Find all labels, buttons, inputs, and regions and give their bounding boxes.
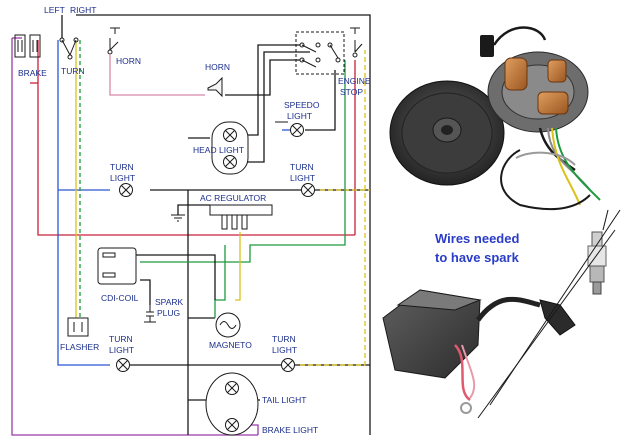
magneto-label: MAGNETO: [209, 340, 252, 350]
brake-label: BRAKE: [18, 68, 47, 78]
horn-label: HORN: [205, 62, 230, 72]
turn-light-right-label-line1: TURN: [290, 162, 314, 172]
turn-light-bottom-left-label-line2: LIGHT: [109, 345, 134, 355]
turn-light-bottom-right-label-line1: TURN: [272, 334, 296, 344]
engine-stop-label-line2: STOP: [340, 87, 363, 97]
left-label: LEFT: [44, 5, 65, 15]
stator-flywheel-photo: [381, 0, 630, 228]
main-switch: [295, 31, 345, 75]
spark-plug-icon: [144, 305, 156, 323]
ac-regulator-label: AC REGULATOR: [200, 193, 266, 203]
turn-light-left-label-line2: LIGHT: [110, 173, 135, 183]
speedo-light-bulb: [275, 121, 304, 137]
speedo-light-label-line2: LIGHT: [287, 111, 312, 121]
turn-light-bottom-right-bulb: [281, 358, 295, 372]
cdi-sparkplug-photo: [382, 209, 621, 419]
horn-switch: [107, 27, 120, 55]
turn-light-left-bulb: [119, 183, 133, 197]
speedo-light-label-line1: SPEEDO: [284, 100, 320, 110]
magneto: [215, 312, 241, 338]
turn-light-bottom-right-label-line2: LIGHT: [272, 345, 297, 355]
engine-stop-switch: [350, 27, 363, 58]
horn-switch-label: HORN: [116, 56, 141, 66]
wiring: [11, 14, 371, 436]
right-label: RIGHT: [70, 5, 96, 15]
cdi-coil: [97, 247, 137, 285]
spark-note-line1: Wires needed: [435, 231, 519, 246]
cdi-coil-label: CDI-COIL: [101, 293, 139, 303]
turn-switch: [59, 37, 79, 60]
brake-switch: [14, 34, 41, 58]
turn-light-bottom-left-label-line1: TURN: [109, 334, 133, 344]
turn-light-bottom-left-bulb: [116, 358, 130, 372]
turn-light-right-bulb: [301, 183, 315, 197]
flasher-label: FLASHER: [60, 342, 99, 352]
head-light: [211, 121, 249, 175]
spark-plug-label-line1: SPARK: [155, 297, 184, 307]
engine-stop-label-line1: ENGINE: [338, 76, 371, 86]
head-light-label: HEAD LIGHT: [193, 145, 244, 155]
tail-brake-light: [205, 372, 259, 436]
turn-light-left-label-line1: TURN: [110, 162, 134, 172]
flasher: [67, 317, 89, 337]
horn-icon: [207, 76, 223, 98]
tail-light-label: TAIL LIGHT: [262, 395, 306, 405]
turn-light-right-label-line2: LIGHT: [290, 173, 315, 183]
brake-light-label: BRAKE LIGHT: [262, 425, 318, 435]
spark-note-line2: to have spark: [435, 250, 520, 265]
spark-plug-label-line2: PLUG: [157, 308, 180, 318]
turn-label: TURN: [61, 66, 85, 76]
ground-icon: [171, 214, 185, 222]
ac-regulator: [209, 204, 273, 230]
